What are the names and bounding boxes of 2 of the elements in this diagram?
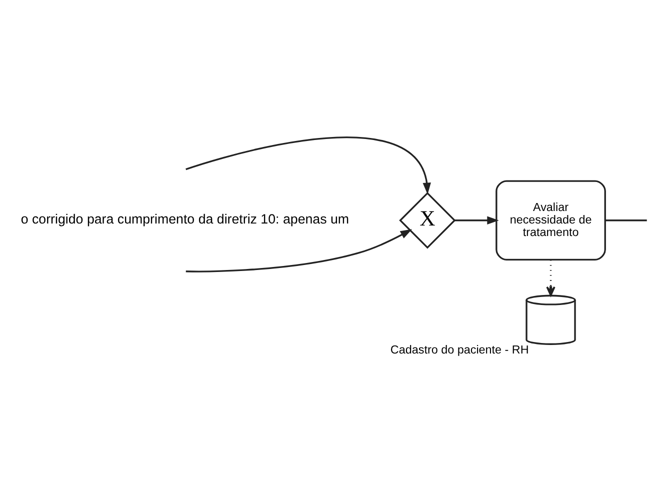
node-label: Cadastro do paciente - RH: [390, 343, 529, 356]
label: o corrigido para cumprimento da diretriz 10: apenas um: [20, 212, 350, 227]
